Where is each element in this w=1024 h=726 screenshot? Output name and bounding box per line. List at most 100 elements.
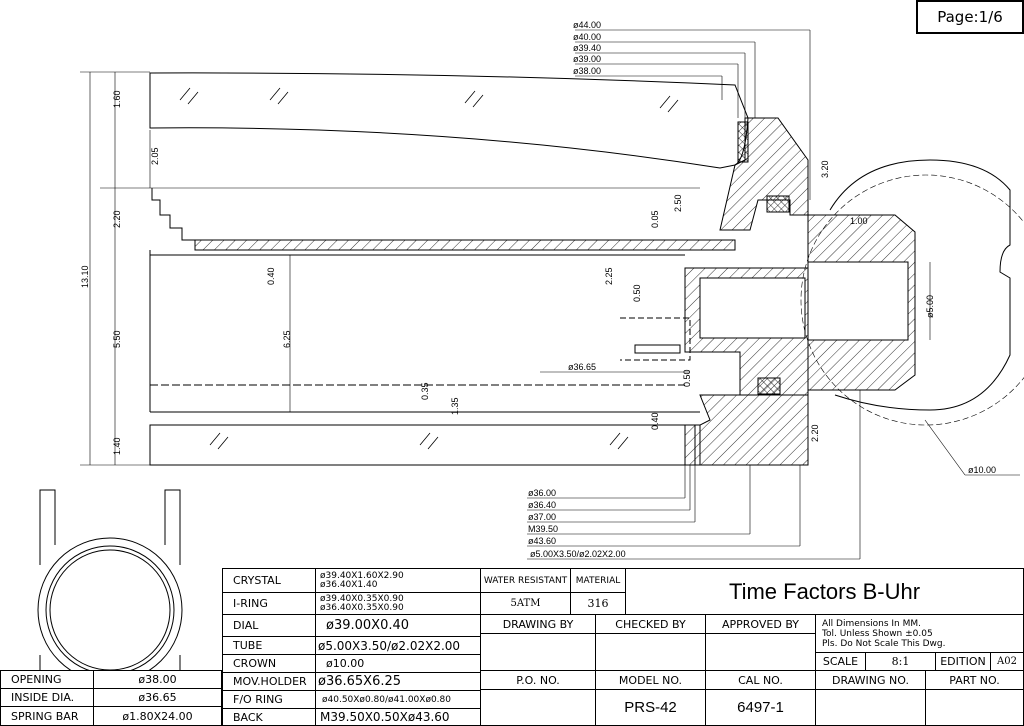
dimension-label: ø43.60 bbox=[528, 536, 556, 546]
part-value: ø5.00X3.50/ø2.02X2.00 bbox=[315, 636, 481, 655]
dimension-label: ø37.00 bbox=[528, 512, 556, 522]
tube-bore bbox=[699, 277, 806, 339]
drawing-line bbox=[634, 344, 681, 354]
part-no-field bbox=[925, 689, 1024, 726]
part-label: BACK bbox=[222, 708, 316, 726]
model-value: PRS-42 bbox=[595, 689, 706, 726]
movement-stem bbox=[620, 317, 691, 361]
dimension-label: 0.35 bbox=[420, 382, 430, 400]
approved-by-field bbox=[705, 633, 816, 671]
dimension-label: ø44.00 bbox=[573, 20, 601, 30]
part-value: ø10.00 bbox=[315, 654, 481, 673]
note: All Dimensions In MM. bbox=[822, 618, 922, 629]
dial bbox=[194, 239, 736, 251]
part-label: F/O RING bbox=[222, 690, 316, 709]
dimension-label: 0.40 bbox=[650, 412, 660, 430]
scale-label: SCALE bbox=[815, 652, 866, 671]
approved-by-label: APPROVED BY bbox=[705, 614, 816, 634]
dimension-label: ø5.00X3.50/ø2.02X2.00 bbox=[530, 549, 626, 559]
inside-dia-label: INSIDE DIA. bbox=[0, 688, 94, 707]
dimension-label: 3.20 bbox=[820, 160, 830, 178]
crown-bore bbox=[807, 261, 909, 341]
dimension-label: 2.20 bbox=[810, 424, 820, 442]
opening-label: OPENING bbox=[0, 670, 94, 689]
dimension-label: 2.25 bbox=[604, 267, 614, 285]
drawing-by-label: DRAWING BY bbox=[480, 614, 596, 634]
dimension-label: ø5.00 bbox=[925, 295, 935, 318]
opening-value: ø38.00 bbox=[93, 670, 222, 689]
dimension-label: ø39.00 bbox=[573, 54, 601, 64]
dimension-label: 0.50 bbox=[632, 284, 642, 302]
inside-dia-value: ø36.65 bbox=[93, 688, 222, 707]
spring-bar-label: SPRING BAR bbox=[0, 706, 94, 726]
drawing-line bbox=[37, 537, 183, 683]
note: Pls. Do Not Scale This Dwg. bbox=[822, 638, 946, 649]
gasket-top bbox=[737, 121, 749, 163]
part-label: CROWN bbox=[222, 654, 316, 673]
dimension-label: ø36.00 bbox=[528, 488, 556, 498]
dimension-label: ø39.40 bbox=[573, 43, 601, 53]
part-value-line: ø36.40X1.40 bbox=[320, 579, 378, 590]
dimension-label: ø38.00 bbox=[573, 66, 601, 76]
model-label: MODEL NO. bbox=[595, 670, 706, 690]
spring-bar-value: ø1.80X24.00 bbox=[93, 706, 222, 726]
dimension-label: 5.50 bbox=[112, 330, 122, 348]
dimension-label: 1.35 bbox=[450, 397, 460, 415]
caseback bbox=[149, 424, 696, 466]
dimension-label: 1.40 bbox=[112, 437, 122, 455]
material-value: 316 bbox=[570, 592, 626, 615]
drawing-notes: All Dimensions In MM. Tol. Unless Shown … bbox=[815, 614, 1024, 653]
dimension-label: ø36.65 bbox=[568, 362, 596, 372]
drawing-line bbox=[80, 29, 1020, 560]
page-indicator: Page:1/6 bbox=[916, 0, 1024, 34]
checked-by-field bbox=[595, 633, 706, 671]
dial-step bbox=[151, 188, 195, 241]
drawing-line bbox=[800, 174, 1024, 426]
dimension-label: M39.50 bbox=[528, 524, 558, 534]
drawing-line: ø44.00 ø40.00 ø39.40 ø39.00 ø38.00 ø36.0… bbox=[80, 20, 996, 559]
dimension-label: 6.25 bbox=[282, 330, 292, 348]
part-value-line: ø39.40X0.35X0.90 bbox=[320, 593, 404, 604]
drawing-line bbox=[209, 432, 629, 450]
dimension-label: 0.40 bbox=[266, 267, 276, 285]
case-lower bbox=[699, 394, 809, 466]
part-value-line: ø39.40X1.60X2.90 bbox=[320, 570, 404, 581]
drawing-line bbox=[45, 545, 175, 675]
crown-outline bbox=[829, 159, 1011, 411]
drawing-line bbox=[49, 549, 171, 671]
drawing-line bbox=[179, 87, 679, 113]
checked-by-label: CHECKED BY bbox=[595, 614, 706, 634]
gasket-tube bbox=[766, 195, 790, 213]
drawing-line bbox=[179, 87, 679, 450]
scale-value: 8:1 bbox=[865, 652, 936, 671]
part-label: DIAL bbox=[222, 614, 316, 637]
crystal bbox=[149, 72, 749, 169]
part-no-label: PART NO. bbox=[925, 670, 1024, 690]
material-label: MATERIAL bbox=[570, 568, 626, 593]
dimension-label: 2.05 bbox=[150, 147, 160, 165]
drawing-line bbox=[37, 29, 1024, 726]
dimension-label: 2.20 bbox=[112, 210, 122, 228]
water-resistant-label: WATER RESISTANT bbox=[480, 568, 571, 593]
po-field bbox=[480, 689, 596, 726]
dimension-label: ø10.00 bbox=[968, 465, 996, 475]
drawing-line bbox=[684, 424, 701, 466]
dimension-label: 1.60 bbox=[112, 90, 122, 108]
dimension-label: ø36.40 bbox=[528, 500, 556, 510]
dimension-label: 13.10 bbox=[80, 265, 90, 288]
part-label: CRYSTAL bbox=[222, 568, 316, 593]
cal-value: 6497-1 bbox=[705, 689, 816, 726]
drawing-no-field bbox=[815, 689, 926, 726]
drawing-title: Time Factors B-Uhr bbox=[625, 568, 1024, 615]
dimension-label: 0.50 bbox=[682, 369, 692, 387]
edition-value: A02 bbox=[990, 652, 1024, 671]
part-value-line: ø36.40X0.35X0.90 bbox=[320, 602, 404, 613]
dimension-label: 0.05 bbox=[650, 210, 660, 228]
water-resistant-value: 5ATM bbox=[480, 592, 571, 615]
edition-label: EDITION bbox=[935, 652, 991, 671]
drawing-no-label: DRAWING NO. bbox=[815, 670, 926, 690]
part-value: ø36.65X6.25 bbox=[315, 672, 481, 691]
part-label: MOV.HOLDER bbox=[222, 672, 316, 691]
